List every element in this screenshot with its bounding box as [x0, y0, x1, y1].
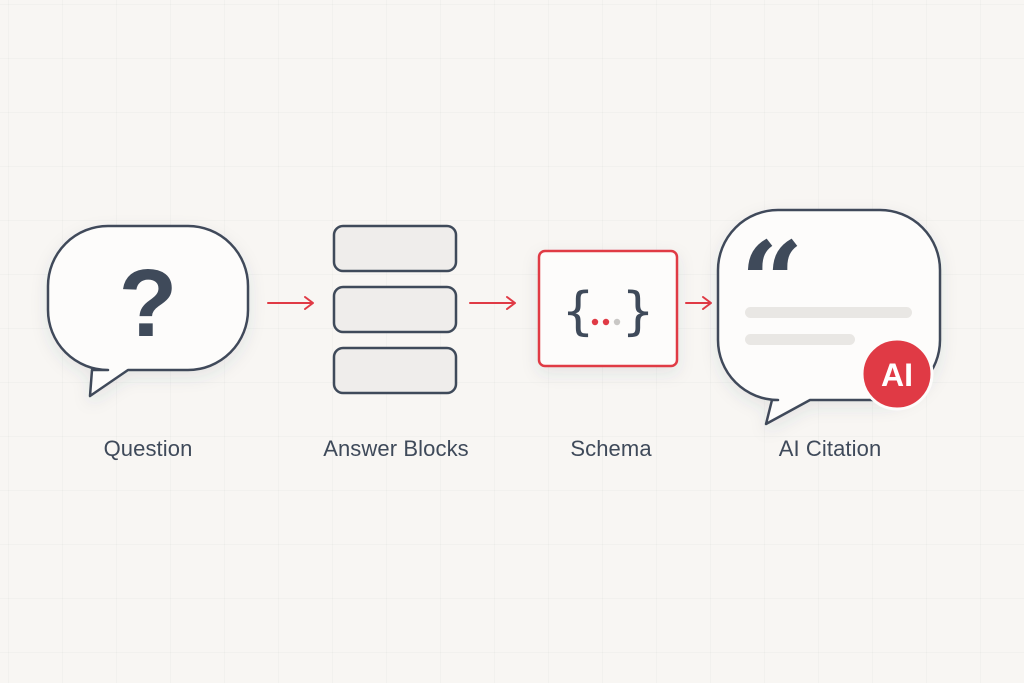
quote-mark-glyph: “ — [740, 217, 803, 346]
stacked-blocks-icon — [332, 224, 458, 395]
brace-close-glyph: } — [622, 282, 653, 342]
arrow-3 — [685, 296, 712, 310]
question-mark-glyph: ? — [119, 250, 178, 357]
schema-dot-3 — [613, 318, 621, 326]
arrow-1 — [267, 296, 314, 310]
answer-block-1 — [332, 224, 458, 273]
curly-braces-icon: { } — [537, 249, 679, 368]
step-label-question: Question — [103, 436, 193, 461]
ai-badge-label: AI — [881, 357, 913, 393]
arrow-2 — [469, 296, 516, 310]
schema-dot-1 — [591, 318, 599, 326]
schema-card — [537, 249, 679, 368]
step-label-answer-blocks: Answer Blocks — [323, 436, 469, 461]
citation-text-line-2 — [745, 334, 855, 345]
brace-open-glyph: { — [562, 282, 593, 342]
answer-block-2 — [332, 285, 458, 334]
question-bubble-icon — [46, 224, 250, 398]
ai-badge: AI — [860, 337, 934, 411]
citation-text-line-1 — [745, 307, 912, 318]
step-label-schema: Schema — [570, 436, 652, 461]
step-label-ai-citation: AI Citation — [778, 436, 882, 461]
schema-dot-2 — [602, 318, 610, 326]
answer-block-3 — [332, 346, 458, 395]
